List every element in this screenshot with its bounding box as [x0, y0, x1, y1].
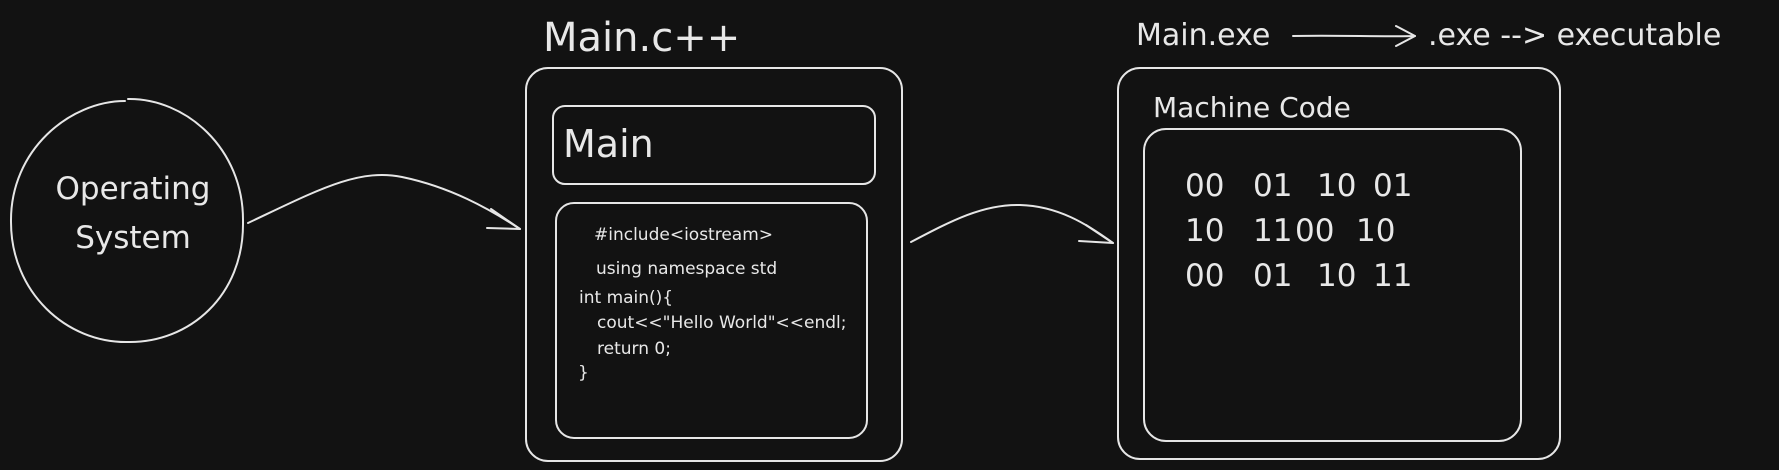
- source-file-header-box: [552, 105, 876, 185]
- os-label-line1: Operating: [56, 171, 211, 207]
- arrow-source-to-binary: [910, 203, 1114, 244]
- binary-cell: 01: [1253, 168, 1292, 204]
- source-file-outer-box: [525, 67, 903, 462]
- binary-file: Machine Code 00 01 10 01 10 11 00 10 00 …: [1117, 67, 1561, 460]
- extension-arrow-shaft: [1292, 34, 1416, 38]
- code-line: return 0;: [597, 339, 671, 359]
- machine-code-label: Machine Code: [1153, 91, 1351, 124]
- os-circle: [9, 97, 245, 344]
- extension-arrow-head: [1395, 25, 1416, 47]
- os-node: Operating System: [9, 97, 245, 344]
- arrow-source-to-binary-head: [1078, 224, 1114, 244]
- binary-cell: 10: [1356, 213, 1395, 249]
- binary-cell: 00: [1295, 213, 1334, 249]
- code-line: cout<<"Hello World"<<endl;: [597, 313, 847, 333]
- binary-cell: 10: [1317, 258, 1356, 294]
- extension-note: .exe --> executable: [1428, 18, 1721, 53]
- source-file-header-label: Main: [563, 122, 654, 166]
- binary-file-outer-box: [1117, 67, 1561, 460]
- source-file-title: Main.c++: [543, 15, 740, 61]
- code-line: }: [578, 363, 589, 383]
- binary-cell: 11: [1373, 258, 1412, 294]
- arrow-os-to-source-shaft: [247, 173, 521, 230]
- binary-cell: 10: [1185, 213, 1224, 249]
- arrow-source-to-binary-shaft: [910, 203, 1114, 244]
- binary-file-header: Main.exe .exe --> executable: [1136, 18, 1721, 53]
- code-line: using namespace std: [596, 259, 777, 279]
- code-line: #include<iostream>: [594, 225, 773, 245]
- binary-cell: 01: [1253, 258, 1292, 294]
- machine-code-box: [1143, 128, 1522, 442]
- binary-cell: 00: [1185, 258, 1224, 294]
- binary-cell: 00: [1185, 168, 1224, 204]
- binary-cell: 10: [1317, 168, 1356, 204]
- code-line: int main(){: [579, 288, 673, 308]
- code-box: [555, 202, 868, 439]
- os-label-line2: System: [75, 220, 191, 256]
- binary-cell: 11: [1253, 213, 1292, 249]
- binary-file-name: Main.exe: [1136, 18, 1270, 53]
- arrow-os-to-source-head: [486, 208, 521, 230]
- source-file: Main.c++ Main #include<iostream> using n…: [525, 15, 903, 462]
- binary-cell: 01: [1373, 168, 1412, 204]
- arrow-os-to-source: [247, 173, 521, 230]
